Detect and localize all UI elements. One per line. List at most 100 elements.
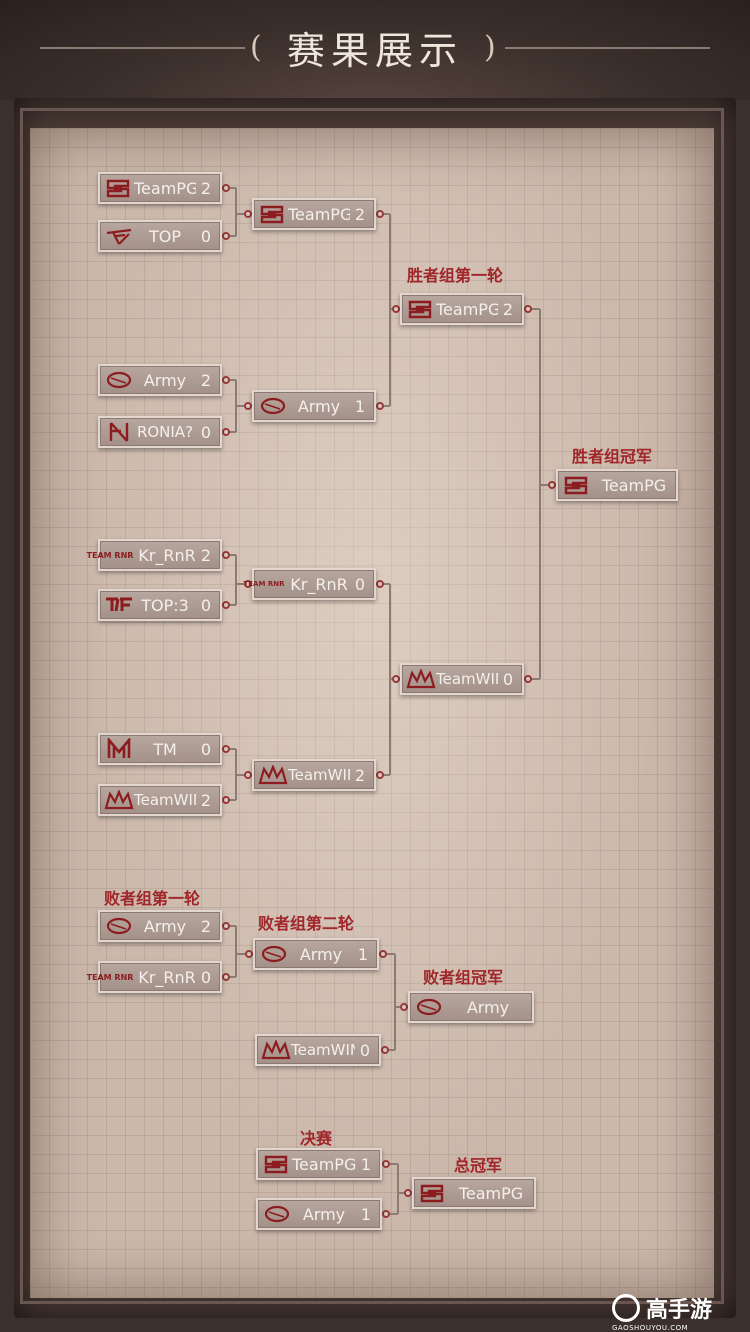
team-name: Army bbox=[143, 916, 187, 936]
wire-node bbox=[244, 402, 252, 410]
wire-node bbox=[222, 232, 230, 240]
team-name: Kr_RnR bbox=[138, 545, 196, 565]
label-winners-r1: 胜者组第一轮 bbox=[407, 266, 504, 285]
label-losers-r2: 败者组第二轮 bbox=[258, 914, 355, 933]
team-rnr-logo-text: TEAM RNR bbox=[86, 972, 134, 982]
wire-segment bbox=[397, 1164, 399, 1214]
match-slot-w3a[interactable]: TeamPG 2 bbox=[400, 293, 524, 325]
match-slot-w1f[interactable]: TOP:3 0 bbox=[98, 589, 222, 621]
ronia-logo-icon bbox=[104, 421, 134, 443]
wire-node bbox=[244, 210, 252, 218]
team-score: 0 bbox=[354, 574, 366, 594]
team-name: Army bbox=[299, 944, 343, 964]
brand-url: GAOSHOUYOU.COM bbox=[612, 1324, 689, 1332]
match-slot-w1h[interactable]: TeamWIN 2 bbox=[98, 784, 222, 816]
match-slot-w1e[interactable]: TEAM RNR Kr_RnR 2 bbox=[87, 539, 222, 571]
page-title: 赛果展示 bbox=[286, 29, 463, 73]
team-score: 2 bbox=[200, 545, 212, 565]
team-name: TOP:3 bbox=[141, 595, 189, 615]
team-score: 2 bbox=[502, 299, 514, 319]
match-slot-w1d[interactable]: RONIA? 0 bbox=[98, 416, 222, 448]
team-score: 0 bbox=[200, 595, 212, 615]
team-name: TeamWIN bbox=[291, 1041, 355, 1059]
team-name: Army bbox=[302, 1204, 346, 1224]
teampg-logo-icon bbox=[418, 1182, 448, 1204]
wire-node bbox=[222, 376, 230, 384]
wire-node bbox=[222, 796, 230, 804]
team-name: RONIA? bbox=[136, 423, 194, 441]
wire-node bbox=[222, 184, 230, 192]
wire-node bbox=[244, 771, 252, 779]
team-score: 1 bbox=[360, 1204, 372, 1224]
wire-segment bbox=[236, 953, 253, 955]
team-score: 0 bbox=[200, 739, 212, 759]
wire-node bbox=[222, 973, 230, 981]
army-logo-icon bbox=[258, 395, 288, 417]
wire-segment bbox=[382, 1213, 398, 1215]
team-score: 2 bbox=[200, 916, 212, 936]
kr-rnr-logo-icon: TEAM RNR bbox=[82, 544, 138, 566]
team-name: TeamWIN bbox=[288, 766, 350, 784]
match-slot-l1a[interactable]: Army 2 bbox=[98, 910, 222, 942]
team-name: TeamPG bbox=[436, 299, 498, 319]
match-slot-l2a[interactable]: Army 1 bbox=[253, 938, 379, 970]
team-score: 2 bbox=[354, 765, 366, 785]
match-slot-w2a[interactable]: TeamPG 2 bbox=[252, 198, 376, 230]
match-slot-l1b[interactable]: TEAM RNR Kr_RnR 0 bbox=[87, 961, 222, 993]
teampg-logo-icon bbox=[262, 1153, 292, 1175]
team-score: 2 bbox=[200, 178, 212, 198]
wire-node bbox=[392, 675, 400, 683]
tm-logo-icon bbox=[104, 738, 134, 760]
team-score: 1 bbox=[360, 1154, 372, 1174]
match-slot-w2b[interactable]: Army 1 bbox=[252, 390, 376, 422]
match-slot-w1g[interactable]: TM 0 bbox=[98, 733, 222, 765]
header-line-right bbox=[505, 47, 710, 49]
brand-logo-icon bbox=[612, 1294, 640, 1322]
army-logo-icon bbox=[262, 1203, 292, 1225]
winners-champion-slot[interactable]: TeamPG bbox=[556, 469, 678, 501]
kr-rnr-logo-icon: TEAM RNR bbox=[240, 573, 288, 595]
teamwin-logo-icon bbox=[258, 764, 288, 786]
match-slot-fb[interactable]: Army 1 bbox=[256, 1198, 382, 1230]
match-slot-fa[interactable]: TeamPG 1 bbox=[256, 1148, 382, 1180]
kr-rnr-logo-icon: TEAM RNR bbox=[82, 966, 138, 988]
team-score: 0 bbox=[200, 422, 212, 442]
grand-champion-slot[interactable]: TeamPG bbox=[412, 1177, 536, 1209]
wire-node bbox=[392, 305, 400, 313]
match-slot-w1c[interactable]: Army 2 bbox=[98, 364, 222, 396]
team-name: TeamPG bbox=[134, 178, 196, 198]
wire-node bbox=[400, 1003, 408, 1011]
wire-node bbox=[381, 1046, 389, 1054]
team-score: 0 bbox=[200, 226, 212, 246]
team-score: 1 bbox=[357, 944, 369, 964]
top-logo-icon bbox=[104, 225, 134, 247]
match-slot-w1b[interactable]: TOP 0 bbox=[98, 220, 222, 252]
wire-segment bbox=[539, 309, 541, 679]
wire-segment bbox=[379, 953, 395, 955]
team-name: TM bbox=[153, 739, 177, 759]
match-slot-w1a[interactable]: TeamPG 2 bbox=[98, 172, 222, 204]
flourish-right-icon: ) bbox=[484, 30, 496, 65]
teampg-logo-icon bbox=[104, 177, 134, 199]
label-final: 决赛 bbox=[300, 1129, 333, 1148]
wire-node bbox=[222, 428, 230, 436]
header-line-left bbox=[40, 47, 245, 49]
team-name: TOP bbox=[148, 226, 181, 246]
wire-node bbox=[524, 675, 532, 683]
team-rnr-logo-text: TEAM RNR bbox=[86, 550, 134, 560]
team-rnr-logo-text: TEAM RNR bbox=[243, 580, 285, 588]
label-losers-champion: 败者组冠军 bbox=[423, 968, 504, 987]
army-logo-icon bbox=[104, 915, 134, 937]
match-slot-l2b[interactable]: TeamWIN 0 bbox=[255, 1034, 381, 1066]
army-logo-icon bbox=[259, 943, 289, 965]
wire-node bbox=[222, 551, 230, 559]
wire-segment bbox=[394, 954, 396, 1050]
teamwin-logo-icon bbox=[261, 1039, 291, 1061]
match-slot-w3b[interactable]: TeamWIN 0 bbox=[400, 663, 524, 695]
match-slot-w2d[interactable]: TeamWIN 2 bbox=[252, 759, 376, 791]
losers-champion-slot[interactable]: Army bbox=[408, 991, 534, 1023]
team-name: Kr_RnR bbox=[290, 574, 348, 594]
match-slot-w2c[interactable]: TEAM RNR Kr_RnR 0 bbox=[243, 568, 376, 600]
label-grand-champion: 总冠军 bbox=[454, 1156, 503, 1175]
team-name: TeamPG bbox=[292, 1154, 356, 1174]
